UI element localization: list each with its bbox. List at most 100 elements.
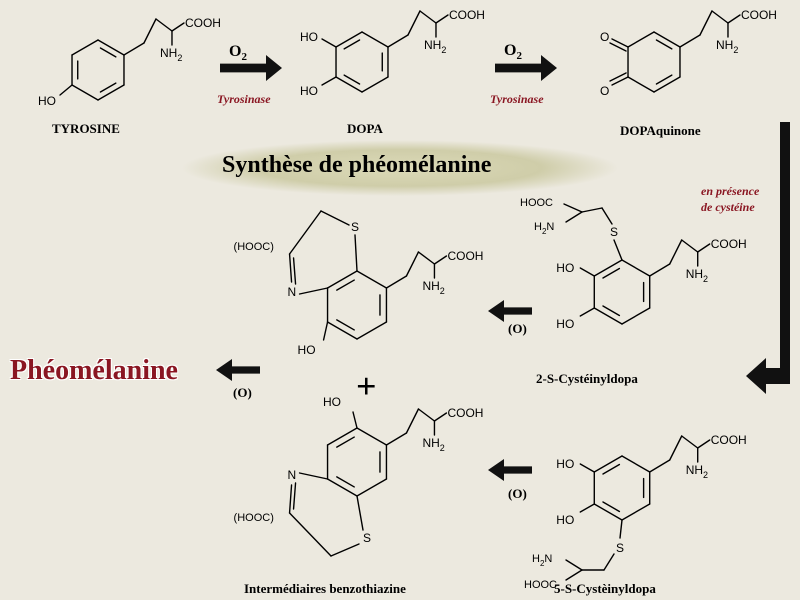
dopaquinone-label: DOPAquinone	[620, 123, 701, 138]
carbonyl-bond	[609, 72, 627, 82]
chain-bond	[681, 239, 699, 253]
ring-bond	[593, 259, 623, 277]
ring-bond	[627, 76, 655, 93]
ring-double-bond	[343, 74, 361, 85]
cysteine-bond	[565, 569, 583, 581]
ring-bond	[361, 76, 389, 93]
ring-bond	[593, 455, 623, 473]
ring-bond	[356, 427, 388, 446]
sulfur-label: S	[351, 220, 359, 234]
thiazine-bond	[298, 472, 329, 480]
cysteine-bond	[601, 207, 613, 225]
hydroxyl-label: HO	[556, 317, 574, 331]
ring-bond	[621, 455, 651, 473]
hydroxyl-bond	[321, 76, 337, 86]
ring-double-bond	[336, 436, 355, 448]
ring-bond	[97, 39, 125, 56]
carboxyl-group-label: HOOC	[524, 579, 557, 591]
ring-double-bond	[602, 463, 621, 475]
hydroxyl-bond	[579, 503, 595, 513]
oxidation-arrow-5s	[488, 459, 532, 481]
chain-bond	[669, 435, 683, 461]
enzyme-tyrosinase-1: Tyrosinase	[217, 92, 271, 106]
thiazine-bond	[288, 210, 322, 255]
thiazine-bond	[320, 210, 350, 226]
chain-bond	[171, 22, 185, 32]
carboxyl-group-label: COOH	[447, 249, 483, 263]
ring-double-bond	[602, 305, 621, 317]
plus-sign: +	[356, 366, 377, 406]
hydroxyl-label: HO	[556, 513, 574, 527]
chain-bond	[385, 432, 408, 446]
thioether-bond	[613, 239, 623, 261]
amine-group-label: H2N	[532, 553, 552, 568]
ring-bond	[621, 259, 651, 277]
hydroxyl-bond	[59, 84, 73, 96]
amine-group-label: NH2	[716, 38, 738, 55]
thiazine-bond	[298, 287, 329, 295]
chain-bond	[679, 34, 701, 48]
oxidation-label-2: (O)	[508, 486, 527, 501]
ring-bond	[335, 31, 363, 48]
thiazine-bond	[288, 484, 293, 514]
carboxyl-group-label: (HOOC)	[234, 241, 274, 253]
thioether-bond	[619, 519, 623, 539]
carbonyl-bond	[611, 76, 629, 86]
hydroxyl-bond	[352, 411, 358, 429]
oxidation-arrow-to-pheomelanin	[216, 359, 260, 381]
oxidation-label-3: (O)	[233, 385, 252, 400]
hydroxyl-bond	[579, 267, 595, 277]
chain-bond	[155, 18, 173, 32]
ring-double-bond	[602, 501, 621, 513]
sulfur-label: S	[616, 541, 624, 555]
chain-bond	[433, 255, 448, 265]
ring-double-bond	[99, 82, 117, 93]
ring-double-bond	[343, 39, 361, 50]
ring-double-bond	[336, 319, 355, 331]
carboxyl-group-label: COOH	[711, 433, 747, 447]
chain-bond	[433, 412, 448, 422]
thiazine-double-bond	[292, 482, 297, 510]
amine-group-label: NH2	[422, 279, 444, 296]
nitrogen-label: N	[288, 468, 297, 482]
cysteinyldopa-5s-label: 5-S-Cystèinyldopa	[554, 581, 656, 596]
amine-group-label: NH2	[686, 267, 708, 284]
thiazine-bond	[288, 512, 332, 557]
ring-double-bond	[336, 279, 355, 291]
chain-bond	[727, 14, 741, 24]
ring-bond	[621, 503, 651, 521]
ring-bond	[326, 427, 358, 446]
reaction-arrow-dopa-to-dopaquinone	[495, 55, 557, 81]
hydroxyl-label: HO	[38, 94, 56, 108]
carboxyl-group-label: (HOOC)	[234, 512, 274, 524]
oxidation-arrow-2s	[488, 300, 532, 322]
ring-bond	[326, 321, 358, 340]
ring-bond	[593, 503, 623, 521]
chain-bond	[385, 275, 408, 289]
carboxyl-group-label: COOH	[711, 237, 747, 251]
sulfur-label: S	[610, 225, 618, 239]
hydroxyl-label: HO	[556, 457, 574, 471]
thiazine-bond	[330, 543, 360, 557]
chain-bond	[649, 459, 671, 473]
ring-double-bond	[336, 476, 355, 488]
thiazine-bond	[288, 253, 293, 283]
ring-bond	[356, 270, 388, 289]
cysteine-bond	[565, 211, 583, 223]
dopa-label: DOPA	[347, 121, 383, 136]
ring-bond	[356, 478, 388, 497]
enzyme-tyrosinase-2: Tyrosinase	[490, 92, 544, 106]
carboxyl-group-label: COOH	[449, 8, 485, 22]
chain-bond	[143, 18, 157, 44]
oxygen-reagent-1: O2	[229, 43, 247, 64]
ring-bond	[97, 84, 125, 101]
ring-bond	[361, 31, 389, 48]
chain-bond	[405, 408, 420, 434]
chain-bond	[417, 408, 436, 422]
carboxyl-group-label: COOH	[185, 16, 221, 30]
ring-double-bond	[655, 74, 673, 85]
chain-bond	[417, 251, 436, 265]
oxygen-reagent-2: O2	[504, 42, 522, 63]
